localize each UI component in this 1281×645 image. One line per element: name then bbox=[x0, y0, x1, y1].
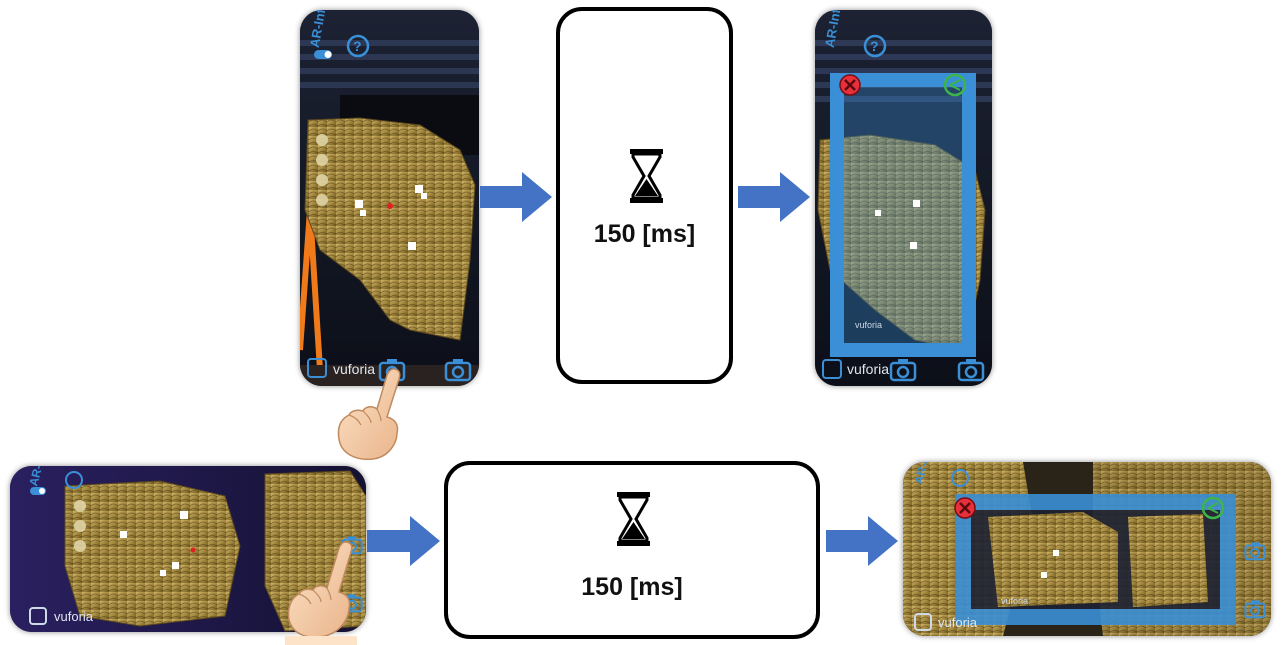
help-icon[interactable] bbox=[346, 34, 370, 58]
phone-screenshot-live-view-portrait: AR-Info ? vuforia bbox=[300, 10, 479, 386]
timer-duration-label: 150 [ms] bbox=[581, 573, 683, 601]
keyboard-background bbox=[300, 40, 479, 88]
vuforia-watermark: vuforia bbox=[333, 361, 375, 377]
captured-photo-frame bbox=[830, 73, 976, 357]
timer-box-top: 150 [ms] bbox=[556, 7, 733, 384]
svg-text:vuforia: vuforia bbox=[1001, 596, 1028, 606]
help-icon[interactable] bbox=[951, 469, 969, 487]
screen-content: AR-Info ? vuforia bbox=[300, 10, 479, 386]
artifact-image bbox=[64, 480, 241, 627]
vuforia-watermark: vuforia bbox=[54, 609, 94, 624]
arrow-right-icon bbox=[738, 172, 810, 222]
artifact-image bbox=[304, 117, 476, 341]
vuforia-logo-icon bbox=[914, 613, 932, 631]
pointing-hand-icon bbox=[337, 368, 401, 461]
timer-duration-label: 150 [ms] bbox=[593, 220, 696, 248]
hourglass-icon bbox=[630, 149, 663, 203]
vuforia-logo-icon bbox=[307, 358, 327, 378]
svg-text:vuforia: vuforia bbox=[855, 320, 882, 330]
phone-screenshot-capture-portrait: vuforia AR-Info ? vuforia bbox=[815, 10, 992, 386]
vuforia-watermark: vuforia bbox=[847, 361, 889, 377]
timer-box-bottom: 150 [ms] bbox=[444, 461, 820, 639]
screen-content: vuforia AR-Info vuforia bbox=[903, 462, 1271, 636]
arrow-right-icon bbox=[826, 516, 898, 566]
help-icon[interactable] bbox=[65, 471, 83, 489]
help-icon[interactable] bbox=[863, 34, 887, 58]
svg-text:?: ? bbox=[870, 38, 879, 54]
screen-content: vuforia AR-Info ? vuforia bbox=[815, 10, 992, 386]
arrow-right-icon bbox=[480, 172, 552, 222]
hourglass-icon bbox=[617, 492, 650, 546]
share-icon[interactable] bbox=[943, 73, 967, 97]
arrow-right-icon bbox=[367, 516, 440, 566]
phone-screenshot-capture-landscape: vuforia AR-Info vuforia bbox=[903, 462, 1271, 636]
share-icon[interactable] bbox=[1201, 496, 1225, 520]
vuforia-logo-icon bbox=[822, 359, 842, 379]
pointing-hand-icon bbox=[285, 541, 357, 645]
vuforia-watermark: vuforia bbox=[938, 615, 978, 630]
svg-text:?: ? bbox=[353, 38, 362, 54]
vuforia-logo-icon bbox=[29, 607, 47, 625]
